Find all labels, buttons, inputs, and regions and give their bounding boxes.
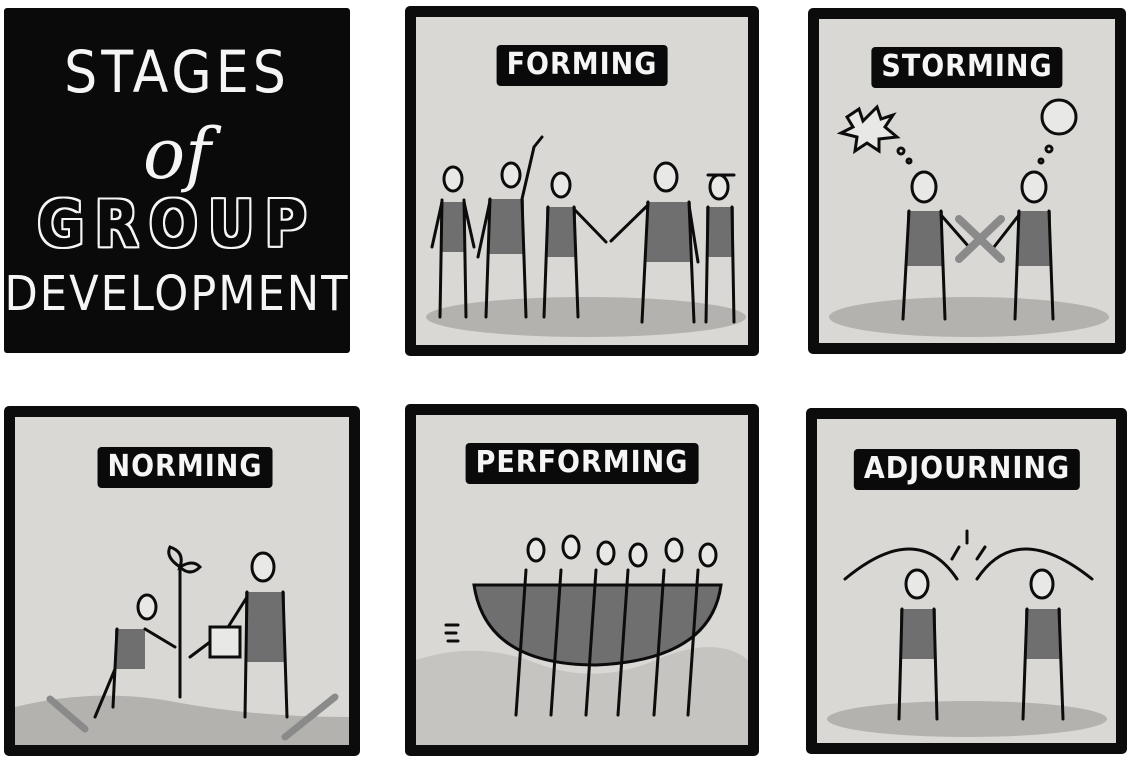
rowers <box>514 534 718 717</box>
title-development: DEVELOPMENT <box>4 266 350 322</box>
ground-shadow <box>426 297 746 337</box>
title-stages: STAGES <box>64 38 290 106</box>
norming-illustration <box>15 545 349 745</box>
panel-forming: FORMING <box>405 6 759 356</box>
forming-illustration <box>426 135 746 337</box>
label-adjourning: ADJOURNING <box>853 449 1081 490</box>
performing-illustration <box>416 534 748 745</box>
label-forming: FORMING <box>496 45 668 86</box>
label-performing: PERFORMING <box>465 443 699 484</box>
crossed-swords-icon <box>955 215 1005 263</box>
high-five-spark-icon <box>950 529 987 561</box>
buried-sword-icon <box>46 695 89 733</box>
adjourning-illustration <box>827 529 1107 737</box>
confused-thought-icon <box>1040 98 1078 136</box>
panel-performing: PERFORMING <box>405 404 759 756</box>
ground-shadow <box>827 701 1107 737</box>
watering-can-icon <box>208 625 242 659</box>
arm-arc <box>843 547 959 581</box>
ground-shadow <box>829 297 1109 337</box>
panel-storming: STORMING <box>808 8 1126 354</box>
ground-mound <box>15 695 349 745</box>
anger-thought-icon <box>836 104 901 155</box>
buried-sword-icon <box>281 693 339 741</box>
label-storming: STORMING <box>871 47 1063 88</box>
storming-illustration <box>829 98 1109 337</box>
title-panel: STAGES of GROUP DEVELOPMENT <box>4 8 350 353</box>
panel-norming: NORMING <box>4 406 360 756</box>
water <box>416 647 748 745</box>
title-group: GROUP <box>37 188 317 262</box>
panel-adjourning: ADJOURNING <box>806 408 1127 754</box>
title-of: of <box>142 113 212 195</box>
label-norming: NORMING <box>97 447 273 488</box>
